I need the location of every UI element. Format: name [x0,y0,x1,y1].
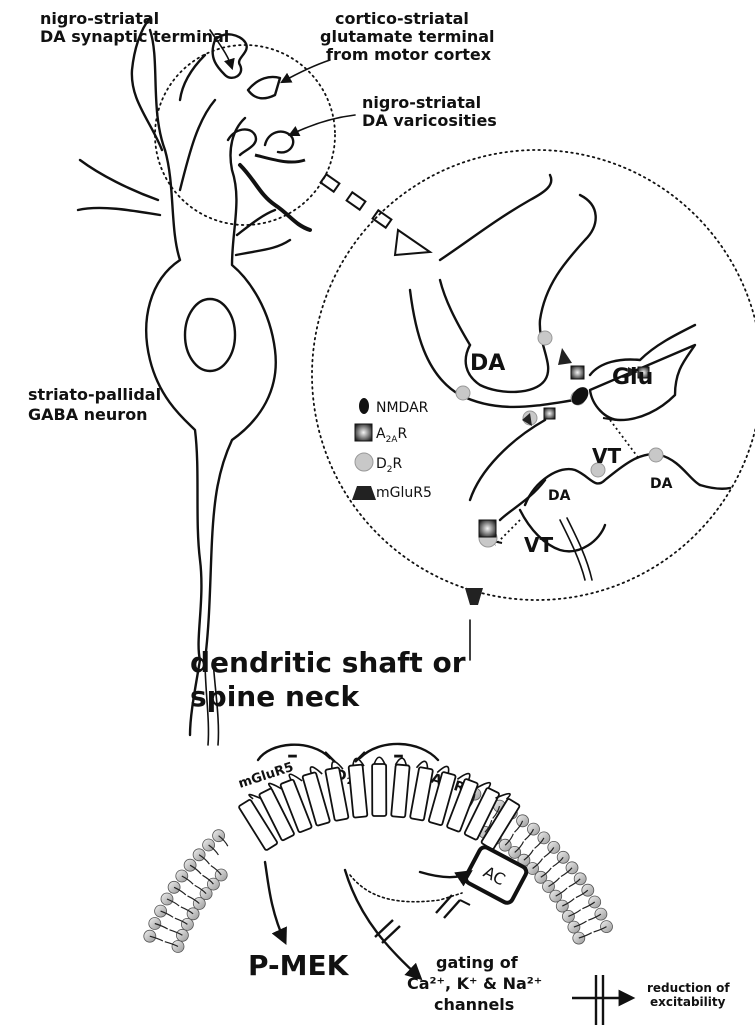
label-nigro-terminal-1: nigro-striatal [40,9,159,28]
transmembrane-helix [410,767,433,821]
arrow-to-gating [345,870,420,978]
label-gating-2: Ca²⁺, K⁺ & Na²⁺ [407,974,542,993]
label-cortico-3: from motor cortex [326,45,492,64]
legend-d2r-icon [355,453,373,471]
label-vt-1: VT [592,444,621,468]
label-reduction-1: reduction of [647,981,730,995]
small-zoom-circle [155,34,335,230]
legend-nmdar-icon [359,398,369,414]
label-da-small-2: DA [650,476,673,492]
legend-nmdar-label: NMDAR [376,400,429,416]
striato-pallidal-neuron [78,18,290,745]
label-cortico-2: glutamate terminal [320,27,495,46]
label-reduction-2: excitability [650,995,726,1009]
label-nigro-terminal-2: DA synaptic terminal [40,27,229,46]
arrow-glutamate [282,60,330,82]
a2ar-square-2 [544,408,555,419]
heading-line-1: dendritic shaft or [190,646,466,679]
label-neuron-1: striato-pallidal [28,385,161,404]
d2r-circle-1 [538,331,552,345]
d2r-circle-5 [649,448,663,462]
legend-a2ar-icon [355,424,372,441]
legend-mglur5-label: mGluR5 [376,485,432,501]
label-varicosities-1: nigro-striatal [362,93,481,112]
receptor-loop [477,783,490,789]
transmembrane-helix [372,764,386,816]
a2ar-square-1 [571,366,584,379]
legend-mglur5-icon [352,486,376,500]
legend: NMDAR A2AR D2R mGluR5 [352,398,432,501]
legend-d2r-label: D2R [376,456,403,475]
label-varicosities-2: DA varicosities [362,111,497,130]
label-vt-2: VT [524,533,553,557]
a2ar-square-3 [479,520,496,537]
label-neuron-2: GABA neuron [28,405,148,424]
transmembrane-helix [391,764,410,817]
legend-a2ar-label: A2AR [376,426,407,445]
heading-line-2: spine neck [190,680,361,713]
arrow-to-pmek [265,862,285,942]
arrow-varicosities [290,115,355,135]
label-gating-3: channels [434,995,514,1014]
label-cortico-1: cortico-striatal [335,9,469,28]
arrow-to-ac [420,872,470,877]
mglur5-trap-4 [465,588,483,605]
label-gating-1: gating of [436,953,519,972]
label-pmek: P-MEK [248,949,350,982]
label-da-small-1: DA [548,488,571,504]
transmembrane-helix [349,765,368,818]
mglur5-trap-2 [558,348,572,365]
label-da-main: DA [470,351,505,376]
dotted-to-ac [350,875,462,902]
label-glu: Glu [612,365,653,390]
d2r-circle-2 [456,386,470,400]
